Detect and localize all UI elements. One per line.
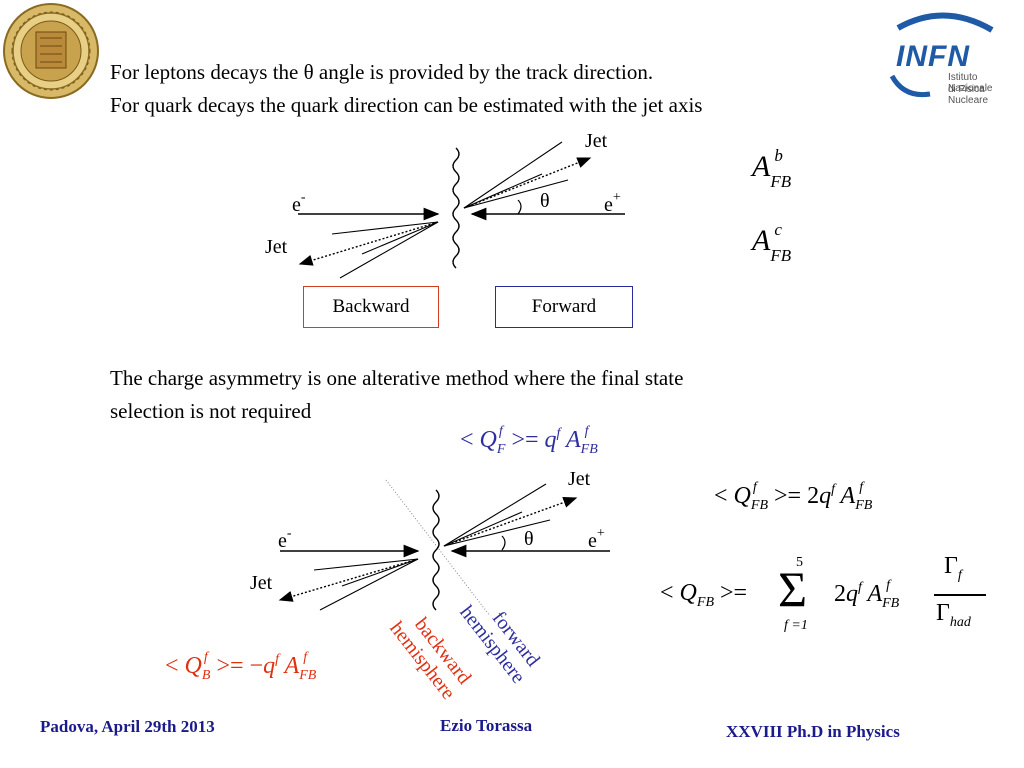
top-e-minus-label: e- xyxy=(292,190,306,216)
intro-line-2: For quark decays the quark direction can… xyxy=(110,93,703,117)
top-jet-label-right: Jet xyxy=(585,130,608,152)
forward-box: Forward xyxy=(495,286,633,328)
charge-line-1: The charge asymmetry is one alterative m… xyxy=(110,366,684,390)
jet-axis-left xyxy=(298,221,439,266)
fraction-bar xyxy=(934,594,986,596)
bottom-jet-label-left: Jet xyxy=(250,572,273,594)
intro-line-1: For leptons decays the θ angle is provid… xyxy=(110,60,654,84)
backward-box: Backward xyxy=(303,286,439,328)
charge-line-2: selection is not required xyxy=(110,399,312,423)
footer-center: Ezio Torassa xyxy=(440,716,533,735)
photon-wave xyxy=(452,147,460,269)
bottom-diagram xyxy=(278,479,610,617)
gamma-f: Γf xyxy=(944,553,962,583)
top-theta-label: θ xyxy=(540,190,550,212)
bottom-e-minus-label: e- xyxy=(278,526,292,552)
bottom-e-plus-label: e+ xyxy=(588,526,605,552)
bottom-jet-label-right: Jet xyxy=(568,468,591,490)
infn-name-line2: di Fisica Nucleare xyxy=(948,84,989,106)
bottom-theta-label: θ xyxy=(524,528,534,550)
university-seal xyxy=(2,2,100,100)
footer-right: XXVIII Ph.D in Physics xyxy=(726,722,900,741)
sum-symbol: Σ xyxy=(778,561,808,617)
gamma-had: Γhad xyxy=(936,600,971,630)
infn-name-line1: Istituto Nazionale xyxy=(948,72,993,94)
sum-upper-limit: 5 xyxy=(796,555,803,570)
footer-left: Padova, April 29th 2013 xyxy=(40,717,215,736)
top-jet-label-left: Jet xyxy=(265,236,288,258)
jet-axis-right xyxy=(463,157,592,209)
sum-lower-limit: f =1 xyxy=(784,618,808,633)
top-diagram xyxy=(298,141,625,279)
qfb-sum-formula: < QFB >= xyxy=(660,580,748,610)
top-e-plus-label: e+ xyxy=(604,190,621,216)
infn-logo xyxy=(884,6,1024,106)
infn-letters: INFN xyxy=(896,40,970,73)
